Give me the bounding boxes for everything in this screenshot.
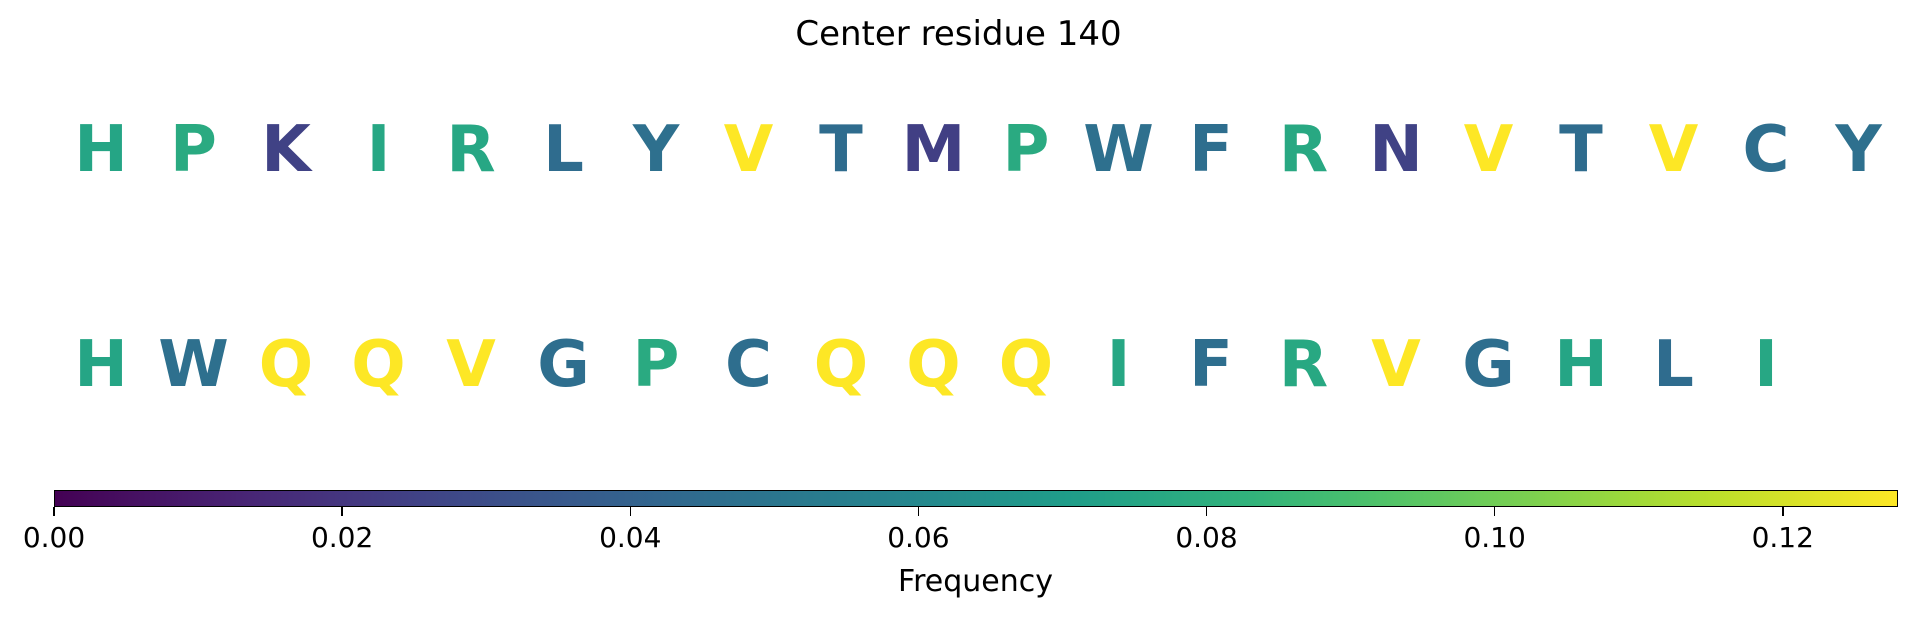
colorbar-tick-mark: [53, 507, 55, 516]
residue-V: V: [723, 113, 774, 187]
residue-L: L: [543, 113, 584, 187]
colorbar-tick-label: 0.00: [22, 521, 86, 554]
residue-G: G: [537, 328, 590, 402]
residue-K: K: [261, 113, 311, 187]
residue-F: F: [1189, 113, 1233, 187]
colorbar-tick-mark: [1782, 507, 1784, 516]
residue-R: R: [446, 113, 496, 187]
residue-Q: Q: [351, 328, 406, 402]
residue-P: P: [170, 113, 217, 187]
residue-Y: Y: [1835, 113, 1882, 187]
colorbar-tick-mark: [341, 507, 343, 516]
residue-V: V: [1648, 113, 1699, 187]
residue-Q: Q: [998, 328, 1054, 402]
residue-I: I: [1106, 328, 1131, 402]
residue-Q: Q: [813, 328, 869, 402]
colorbar-tick-mark: [1493, 507, 1496, 516]
residue-P: P: [632, 328, 680, 402]
residue-T: T: [819, 113, 863, 187]
residue-T: T: [1559, 113, 1603, 187]
residue-V: V: [1371, 328, 1421, 402]
residue-L: L: [1653, 328, 1694, 402]
colorbar-tick-label: 0.04: [599, 521, 662, 554]
residue-C: C: [1742, 113, 1790, 187]
colorbar-tick-label: 0.08: [1175, 521, 1238, 554]
residue-N: N: [1369, 113, 1423, 187]
colorbar-tick-label: 0.10: [1463, 521, 1526, 554]
residue-H: H: [74, 113, 128, 187]
residue-V: V: [1463, 113, 1514, 187]
residue-H: H: [74, 328, 128, 402]
residue-Y: Y: [632, 113, 680, 187]
colorbar-label: Frequency: [898, 564, 1053, 599]
residue-M: M: [901, 113, 966, 187]
colorbar: [54, 490, 1898, 507]
residue-R: R: [1278, 113, 1329, 187]
residue-I: I: [366, 113, 391, 187]
colorbar-tick-label: 0.12: [1751, 521, 1814, 554]
colorbar-tick-mark: [629, 507, 631, 516]
residue-Q: Q: [906, 328, 961, 402]
chart-title: Center residue 140: [795, 14, 1122, 54]
residue-F: F: [1189, 328, 1233, 402]
residue-P: P: [1002, 113, 1050, 187]
residue-I: I: [1754, 328, 1778, 402]
residue-H: H: [1554, 328, 1608, 402]
residue-W: W: [1083, 113, 1154, 187]
residue-R: R: [1278, 328, 1329, 402]
colorbar-tick-label: 0.06: [887, 521, 950, 554]
residue-G: G: [1462, 328, 1515, 402]
colorbar-tick-label: 0.02: [310, 521, 374, 554]
residue-W: W: [158, 328, 229, 402]
colorbar-tick-mark: [1205, 507, 1208, 516]
colorbar-tick-mark: [917, 507, 920, 516]
residue-C: C: [725, 328, 772, 402]
residue-V: V: [446, 328, 496, 402]
residue-Q: Q: [258, 328, 314, 402]
